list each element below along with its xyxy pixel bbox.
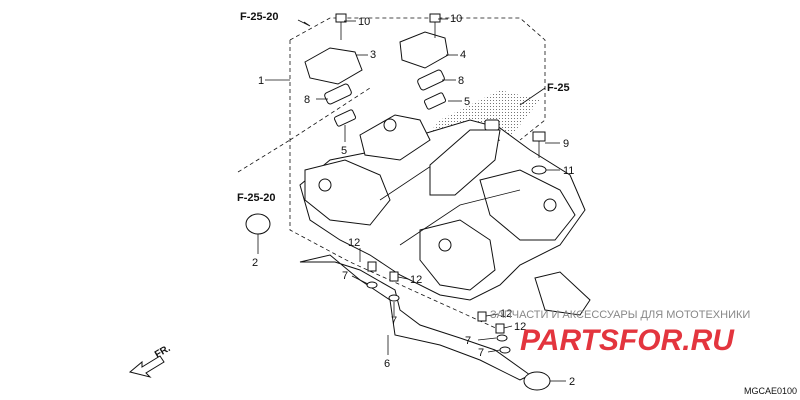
collar-12-c <box>477 311 487 322</box>
callout-5-left: 5 <box>341 145 347 157</box>
ref-f-25-20-left: F-25-20 <box>237 192 276 204</box>
callout-3: 3 <box>370 49 376 61</box>
collar-12-d <box>495 323 505 334</box>
front-direction-label: FR. <box>153 343 173 361</box>
assembly-boundary-left <box>237 87 371 173</box>
bolt-9 <box>532 131 546 158</box>
callout-10-left: 10 <box>358 16 370 28</box>
callout-8-right: 8 <box>458 75 464 87</box>
callout-6: 6 <box>384 358 390 370</box>
callout-9: 9 <box>563 138 569 150</box>
plug-2-bottom <box>523 371 551 391</box>
collar-12-b <box>389 271 399 282</box>
callout-7-a: 7 <box>342 270 348 282</box>
ref-top-arrow <box>297 19 311 27</box>
callout-11: 11 <box>563 165 574 177</box>
watermark-logo: PARTSFOR.RU <box>520 324 735 357</box>
washer-7-d <box>499 346 511 354</box>
part-4 <box>399 31 449 69</box>
callout-2-top: 2 <box>252 257 258 269</box>
washer-7-a <box>366 281 378 289</box>
watermark-text: ЗАПЧАСТИ И АКСЕССУАРЫ ДЛЯ МОТОТЕХНИКИ <box>490 309 750 321</box>
callout-7-b: 7 <box>391 315 397 327</box>
washer-7-c <box>496 334 508 342</box>
diagram-code: MGCAE0100 <box>744 386 797 396</box>
plug-2-top <box>245 213 271 235</box>
washer-11 <box>531 165 547 175</box>
part-5-left <box>333 109 357 127</box>
part-3 <box>304 47 363 85</box>
part-5-right <box>423 92 447 110</box>
callout-12-d: 12 <box>514 321 526 333</box>
callout-7-d: 7 <box>478 347 484 359</box>
callout-5-right: 5 <box>464 96 470 108</box>
callout-12-c: 12 <box>500 308 512 320</box>
callout-1: 1 <box>258 75 264 87</box>
callout-8-left: 8 <box>304 94 310 106</box>
front-direction-arrow-icon <box>128 355 165 378</box>
cylinder-head-cover <box>299 114 586 301</box>
bolt-10-left <box>335 13 347 40</box>
part-8-right <box>417 69 445 91</box>
bolt-10-right <box>429 13 441 38</box>
collar-12-a <box>367 261 377 272</box>
leader-lines <box>257 18 566 382</box>
callout-2-bottom: 2 <box>569 376 575 388</box>
callout-10-right: 10 <box>450 13 462 25</box>
ref-f-25-20-top: F-25-20 <box>240 11 279 23</box>
part-8-left <box>324 83 352 105</box>
ref-f-25-right: F-25 <box>547 82 570 94</box>
callout-12-b: 12 <box>410 274 422 286</box>
assembly-boundary <box>289 17 546 331</box>
spark-plug-gasket <box>534 271 591 316</box>
callout-4: 4 <box>460 49 466 61</box>
washer-7-b <box>388 294 400 302</box>
callout-7-c: 7 <box>465 335 471 347</box>
callout-12-a: 12 <box>348 237 360 249</box>
